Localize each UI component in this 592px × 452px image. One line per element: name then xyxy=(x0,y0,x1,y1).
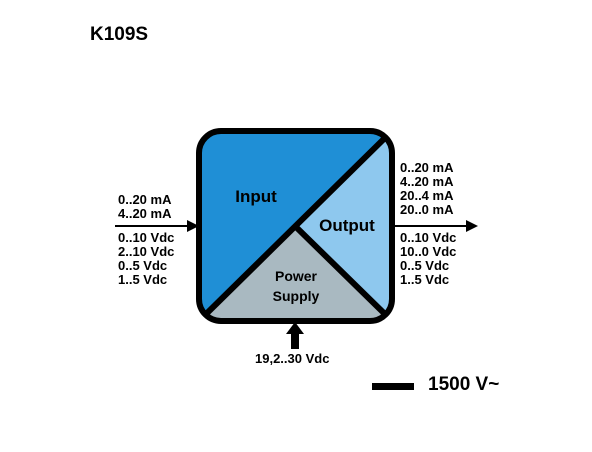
input-signal-4: 0..5 Vdc xyxy=(118,258,168,273)
supply-arrow xyxy=(286,322,304,349)
isolation-voltage: 1500 V~ xyxy=(428,374,500,395)
output-arrow xyxy=(395,220,478,232)
output-signal-5: 10..0 Vdc xyxy=(400,244,457,259)
output-signal-1: 4..20 mA xyxy=(400,174,454,189)
power-supply-section xyxy=(199,226,392,321)
input-signal-5: 1..5 Vdc xyxy=(118,272,168,287)
input-signal-3: 2..10 Vdc xyxy=(118,244,175,259)
input-arrow xyxy=(115,220,199,232)
power-label-line1: Power xyxy=(275,268,318,284)
isolation-bar-icon xyxy=(372,383,414,390)
input-label: Input xyxy=(235,187,277,206)
input-signal-1: 4..20 mA xyxy=(118,206,172,221)
output-label: Output xyxy=(319,216,375,235)
model-title: K109S xyxy=(90,24,149,45)
output-signal-4: 0..10 Vdc xyxy=(400,230,457,245)
divider-right xyxy=(292,223,392,321)
input-signal-2: 0..10 Vdc xyxy=(118,230,175,245)
supply-voltage: 19,2..30 Vdc xyxy=(255,351,330,366)
output-signal-6: 0..5 Vdc xyxy=(400,258,450,273)
output-signal-7: 1..5 Vdc xyxy=(400,272,450,287)
output-signal-2: 20..4 mA xyxy=(400,188,454,203)
output-signal-0: 0..20 mA xyxy=(400,160,454,175)
power-label-line2: Supply xyxy=(273,288,320,304)
output-signal-3: 20..0 mA xyxy=(400,202,454,217)
output-section xyxy=(295,131,392,321)
input-signal-0: 0..20 mA xyxy=(118,192,172,207)
